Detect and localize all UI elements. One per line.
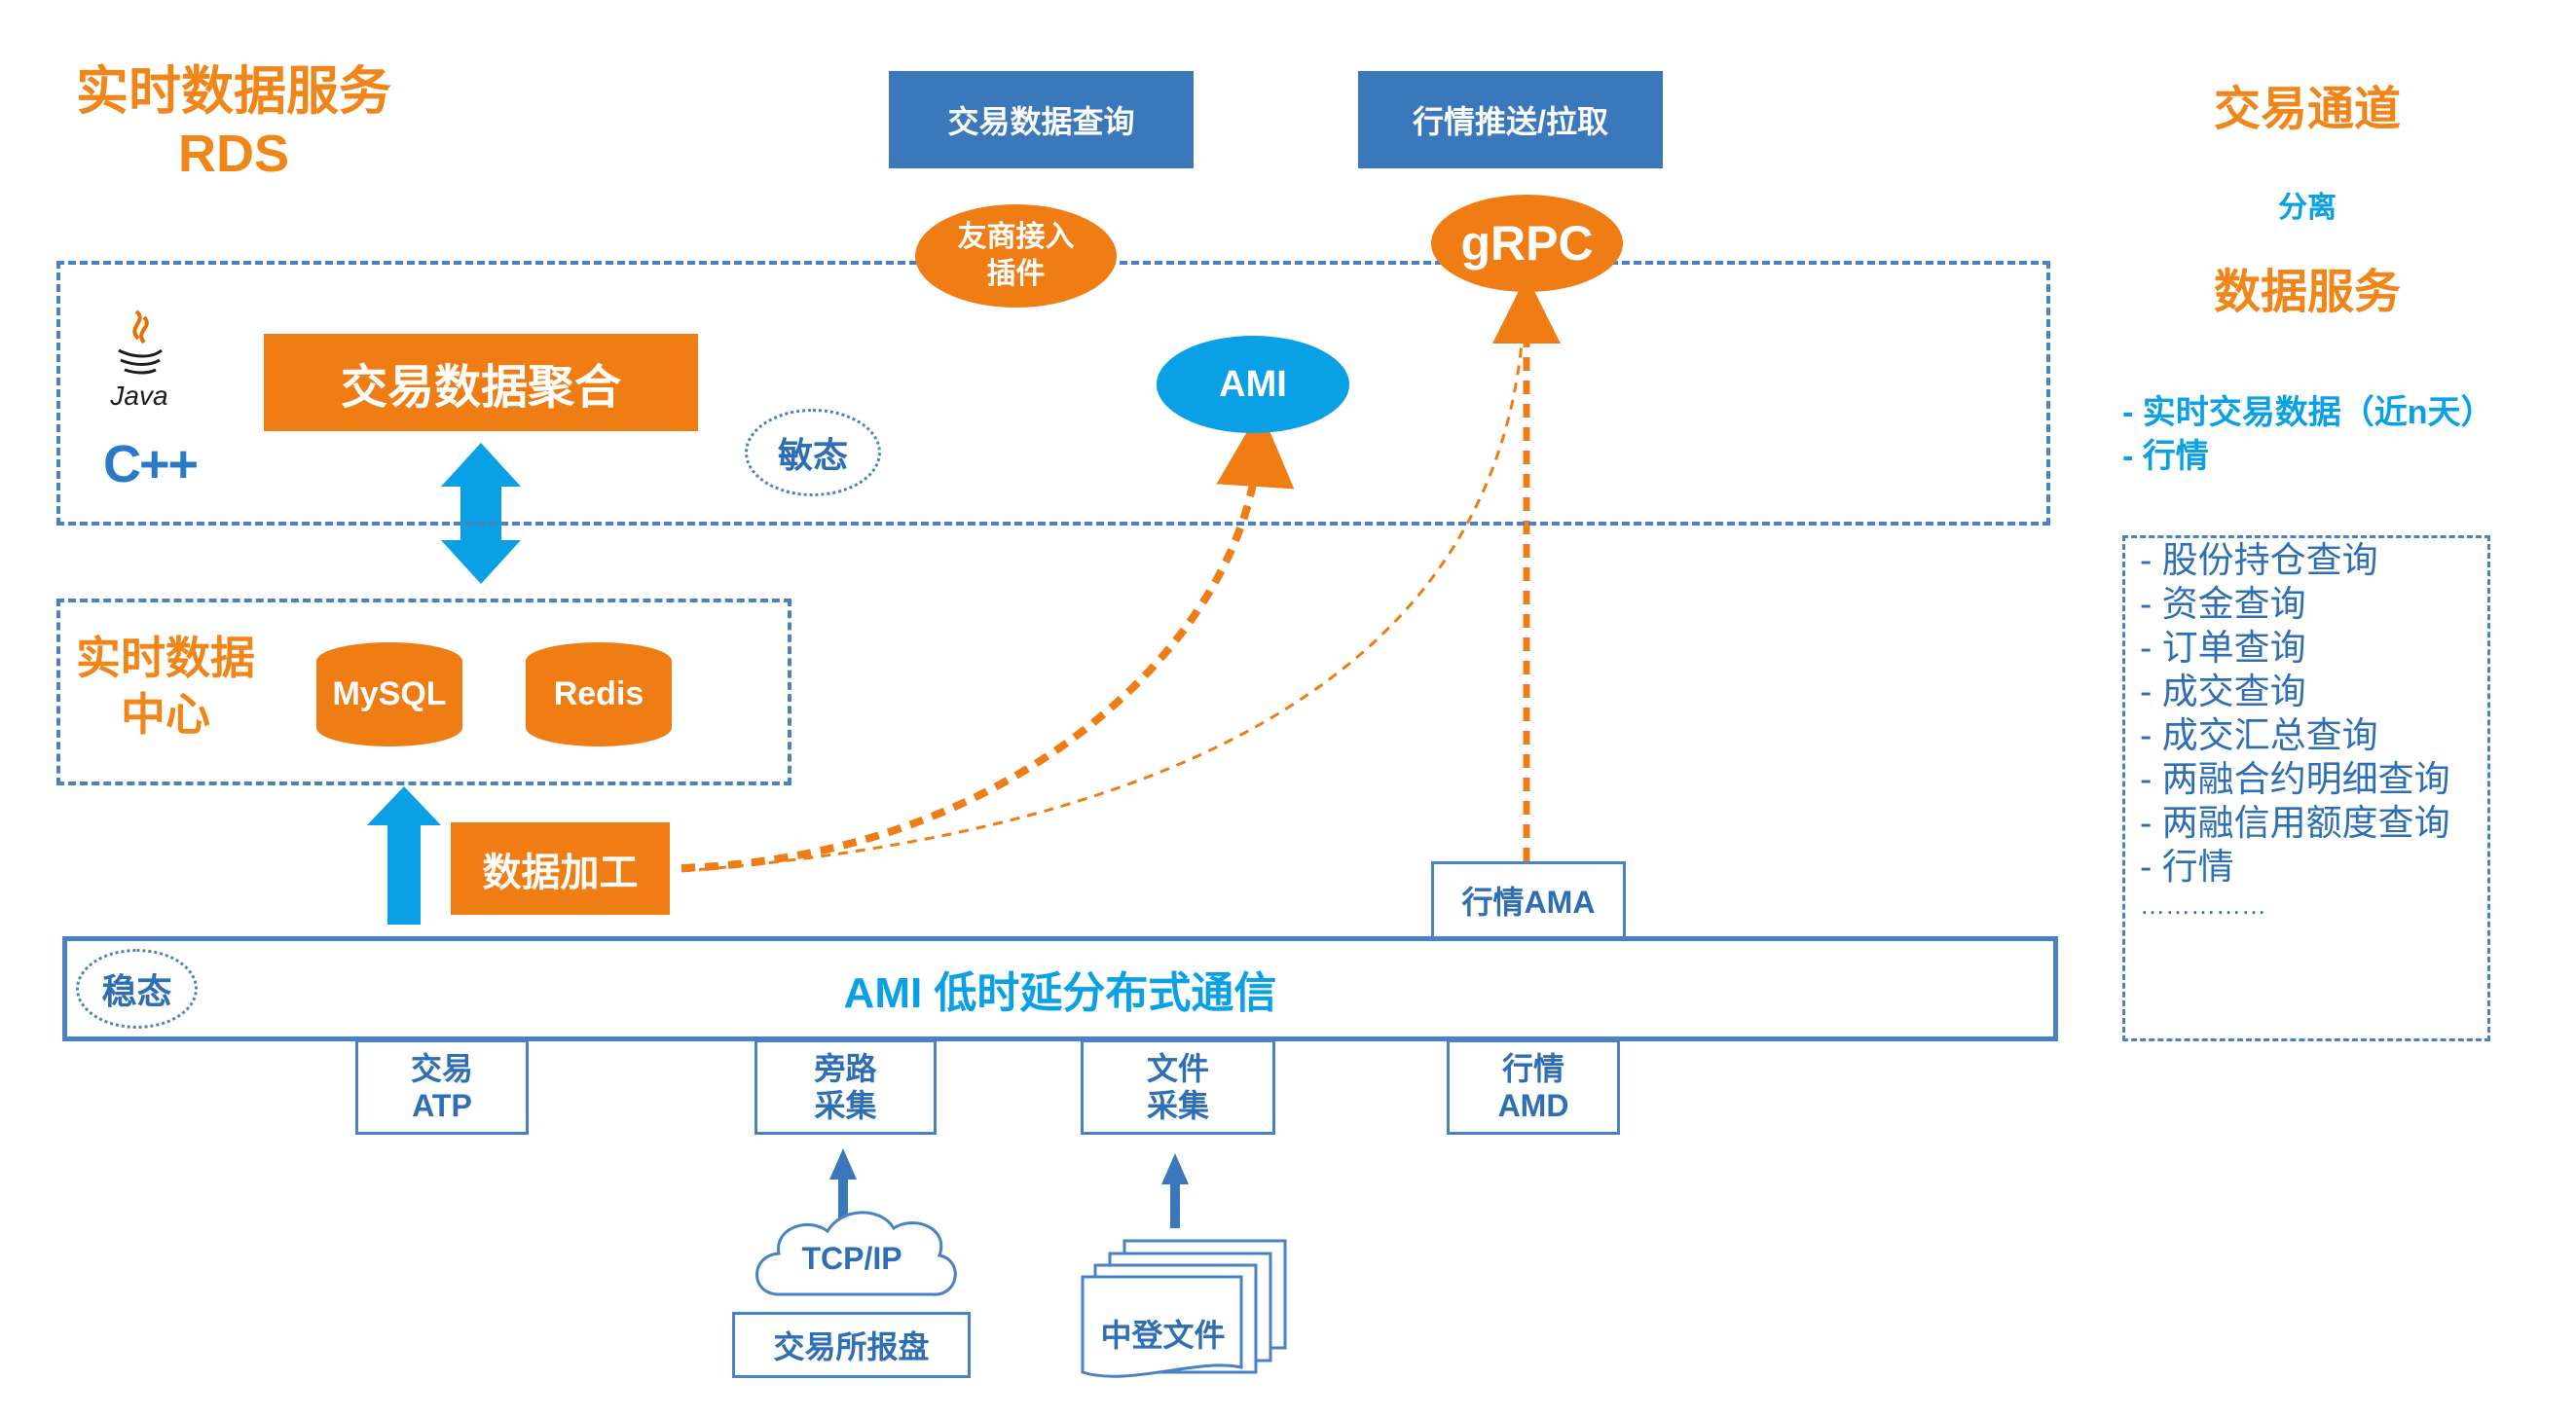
trade-channel-label: 交易通道: [2213, 84, 2401, 135]
trade-query-box: 交易数据查询: [889, 71, 1194, 168]
trade-aggregate-box: 交易数据聚合: [264, 334, 698, 431]
up-arrow-cyan: [367, 786, 441, 925]
title-line2: RDS: [177, 125, 289, 183]
ami-bus-label: AMI 低时延分布式通信: [843, 969, 1277, 1017]
quote-push-box: 行情推送/拉取: [1358, 71, 1663, 168]
query-item: - 股份持仓查询: [2140, 540, 2378, 580]
steady-state-label: 稳态: [101, 971, 172, 1011]
realtime-data-center-container: [56, 599, 791, 785]
page-title: 实时数据服务 RDS: [39, 60, 428, 185]
quote-ama-box: 行情AMA: [1431, 861, 1626, 939]
cd-file-label: 中登文件: [1100, 1318, 1226, 1353]
query-list-container: [2122, 535, 2490, 1041]
source-file-box: 文件采集: [1081, 1039, 1275, 1135]
source-bypass-label: 旁路采集: [814, 1051, 877, 1123]
partner-plugin-node: 友商接入插件: [915, 204, 1117, 308]
up-arrow-tcp: [829, 1148, 857, 1228]
query-ellipsis: ……………: [2140, 890, 2266, 920]
query-item: - 成交查询: [2140, 672, 2306, 711]
java-icon: Java: [105, 304, 173, 411]
source-file-label: 文件采集: [1146, 1051, 1209, 1123]
data-service-label: 数据服务: [2213, 267, 2401, 318]
java-label: Java: [110, 381, 168, 411]
title-line1: 实时数据服务: [76, 62, 391, 121]
up-arrow-file: [1161, 1153, 1189, 1228]
redis-db: Redis: [526, 642, 672, 746]
sensitive-state-label: 敏态: [777, 435, 848, 475]
realtime-item: - 行情: [2122, 438, 2209, 475]
query-list: - 股份持仓查询 - 资金查询 - 订单查询 - 成交查询 - 成交汇总查询 -…: [2140, 538, 2450, 922]
separate-label: 分离: [2278, 192, 2337, 224]
grpc-node: gRPC: [1431, 195, 1623, 292]
realtime-data-center-label: 实时数据中心: [76, 633, 255, 740]
cloud-shape: [755, 1211, 957, 1296]
source-amd-label: 行情AMD: [1497, 1051, 1569, 1123]
ami-node: AMI: [1157, 336, 1349, 433]
partner-plugin-label: 友商接入插件: [957, 221, 1075, 290]
realtime-item: - 实时交易数据（近n天）: [2122, 394, 2494, 431]
steady-state-tag: 稳态: [76, 949, 198, 1029]
query-item: - 订单查询: [2140, 628, 2306, 668]
ami-bus: AMI 低时延分布式通信: [62, 936, 2058, 1041]
query-item: - 成交汇总查询: [2140, 715, 2378, 755]
query-item: - 两融信用额度查询: [2140, 803, 2450, 843]
query-item: - 行情: [2140, 847, 2234, 887]
source-bypass-box: 旁路采集: [754, 1039, 937, 1135]
query-item: - 两融合约明细查询: [2140, 759, 2450, 799]
tcpip-label: TCP/IP: [801, 1240, 902, 1276]
exchange-report-box: 交易所报盘: [732, 1312, 971, 1378]
query-item: - 资金查询: [2140, 584, 2306, 624]
realtime-items: - 实时交易数据（近n天） - 行情: [2122, 391, 2494, 479]
bidirectional-arrow: [441, 443, 521, 584]
source-amd-box: 行情AMD: [1447, 1039, 1620, 1135]
sensitive-state-tag: 敏态: [745, 409, 881, 496]
data-processing-box: 数据加工: [451, 822, 670, 915]
document-stack-icon: [1081, 1239, 1287, 1378]
cpp-icon: C++: [103, 435, 199, 493]
source-atp-label: 交易ATP: [410, 1051, 473, 1123]
mysql-db: MySQL: [316, 642, 462, 746]
source-atp-box: 交易ATP: [355, 1039, 529, 1135]
processing-to-ami-arrow: [681, 409, 1295, 872]
processing-to-grpc-arrow: [681, 307, 1537, 873]
